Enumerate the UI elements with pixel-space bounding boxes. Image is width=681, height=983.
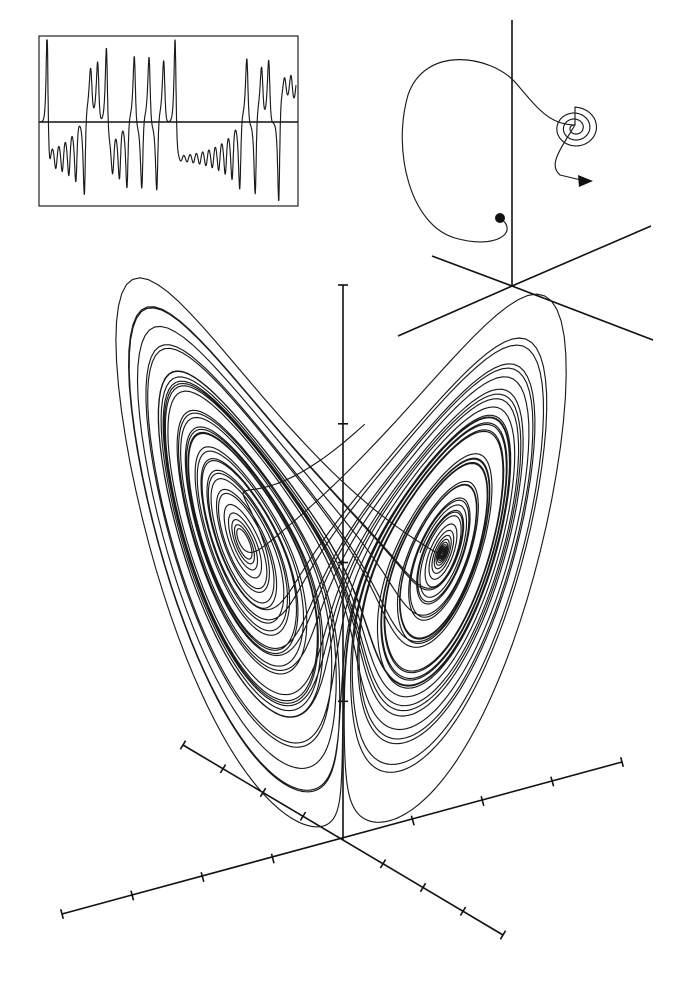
y-axis-tick-back <box>299 811 307 821</box>
phase-sketch-panel <box>397 20 654 341</box>
y-axis-tick-front <box>499 930 507 940</box>
y-axis-tick-back <box>179 740 187 750</box>
phase-axis-left <box>431 255 513 287</box>
x-axis-tick-left <box>130 890 135 901</box>
time-series-panel <box>38 35 299 207</box>
phase-axis-right <box>511 225 652 287</box>
y-axis-tick-front <box>459 906 467 916</box>
x-axis <box>61 761 623 915</box>
y-axis-tick-back <box>259 787 267 798</box>
attractor-panel <box>59 277 625 940</box>
axis-ticks <box>59 284 625 940</box>
time-series-trace <box>40 39 297 202</box>
y-axis-tick-front <box>379 859 387 869</box>
phase-axis-back <box>511 285 654 341</box>
x-axis-tick-left <box>59 908 65 920</box>
x-axis-tick-right <box>410 815 415 826</box>
start-point-marker <box>495 213 505 223</box>
direction-arrow-icon <box>578 175 593 187</box>
phase-axis-front <box>397 285 513 337</box>
phase-trajectory <box>401 59 598 243</box>
y-axis <box>182 744 504 936</box>
x-axis-tick-left <box>270 853 275 864</box>
x-axis-tick-right <box>550 776 555 787</box>
x-axis-tick-right <box>480 795 485 807</box>
y-axis-tick-front <box>419 882 427 893</box>
y-axis-tick-back <box>219 764 227 774</box>
attractor-trajectory <box>115 277 567 828</box>
x-axis-tick-left <box>200 871 205 883</box>
x-axis-tick-right <box>619 756 625 768</box>
